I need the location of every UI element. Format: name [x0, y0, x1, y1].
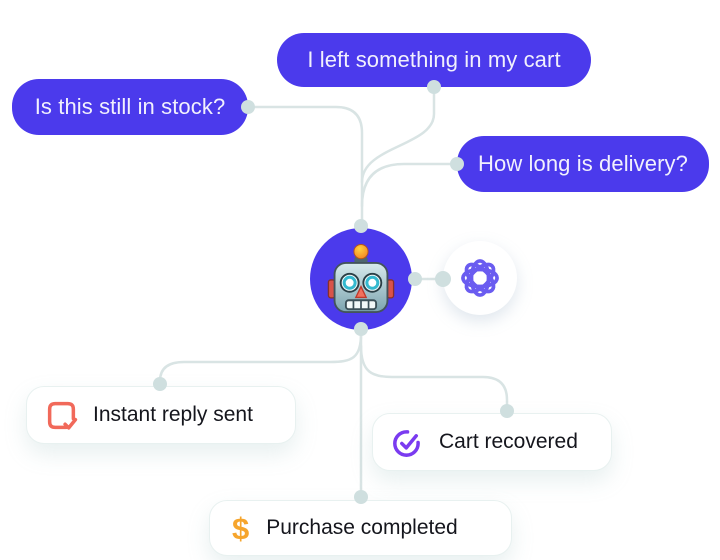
outcome-card-cart-recovered: Cart recovered	[372, 413, 612, 471]
node-dot-stock-bubble	[241, 100, 255, 114]
wire-stock-to-bot	[246, 105, 364, 229]
wire-bot-to-cartrec	[359, 344, 509, 410]
outcome-card-purchase-completed: $ Purchase completed	[209, 500, 512, 556]
outcome-text: Purchase completed	[266, 516, 458, 539]
wire-delivery-to-bot	[360, 162, 459, 208]
message-text: Is this still in stock?	[34, 94, 226, 119]
outcome-card-instant-reply: Instant reply sent	[26, 386, 296, 444]
robot-face-icon	[327, 244, 395, 313]
message-text: How long is delivery?	[478, 151, 688, 176]
wire-cart-to-bot	[360, 86, 436, 184]
check-circle-icon	[393, 429, 420, 457]
node-dot-purchase-card	[354, 490, 368, 504]
bot-avatar	[310, 228, 412, 330]
node-dot-cart-bubble	[427, 80, 441, 94]
ai-badge	[443, 241, 517, 315]
message-bubble-stock: Is this still in stock?	[12, 79, 248, 135]
chat-check-icon	[47, 401, 78, 430]
node-dot-cartrec-card	[500, 404, 514, 418]
node-dot-bot-top	[354, 219, 368, 233]
node-dot-bot-right	[408, 272, 422, 286]
dollar-icon: $	[232, 510, 250, 546]
node-dot-instant-card	[153, 377, 167, 391]
node-dot-delivery-bubble	[450, 157, 464, 171]
outcome-text: Instant reply sent	[93, 403, 253, 426]
message-bubble-delivery: How long is delivery?	[457, 136, 709, 192]
message-bubble-cart: I left something in my cart	[277, 33, 591, 87]
node-dot-bot-bottom	[354, 322, 368, 336]
message-text: I left something in my cart	[307, 47, 561, 72]
ai-atom-icon	[461, 259, 499, 297]
node-dot-badge-left	[435, 271, 451, 287]
wire-bot-to-instant	[158, 332, 363, 383]
outcome-text: Cart recovered	[439, 430, 578, 453]
